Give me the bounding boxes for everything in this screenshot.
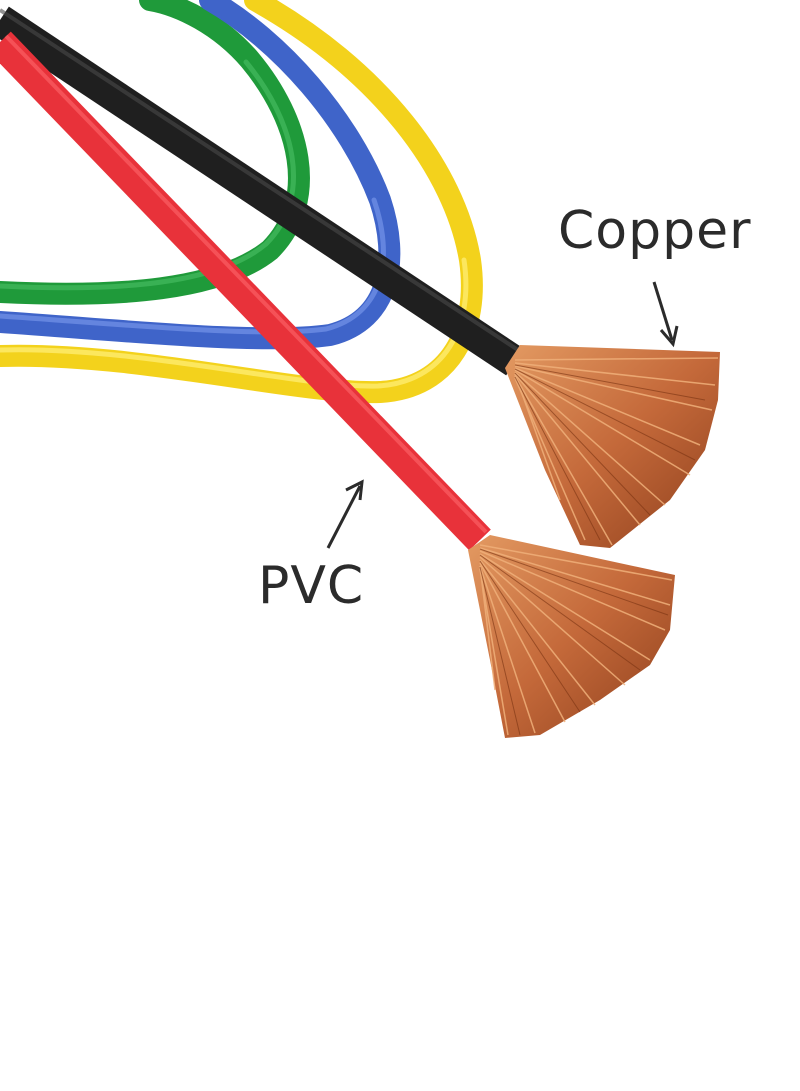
black-wire (0, 6, 524, 376)
red-wire (0, 31, 491, 551)
copper-strands-upper (505, 345, 720, 548)
green-wire-highlight (0, 59, 297, 291)
pvc-arrow (326, 479, 364, 549)
green-wire (0, 0, 310, 305)
copper-label: Copper (558, 201, 752, 261)
copper-arrow (652, 281, 679, 348)
copper-strands-lower (468, 535, 675, 738)
blue-wire (0, 0, 401, 350)
red-wire-highlight (4, 34, 488, 534)
yellow-wire (0, 0, 483, 404)
black-wire-highlight (0, 8, 520, 352)
pvc-label: PVC (258, 556, 365, 616)
